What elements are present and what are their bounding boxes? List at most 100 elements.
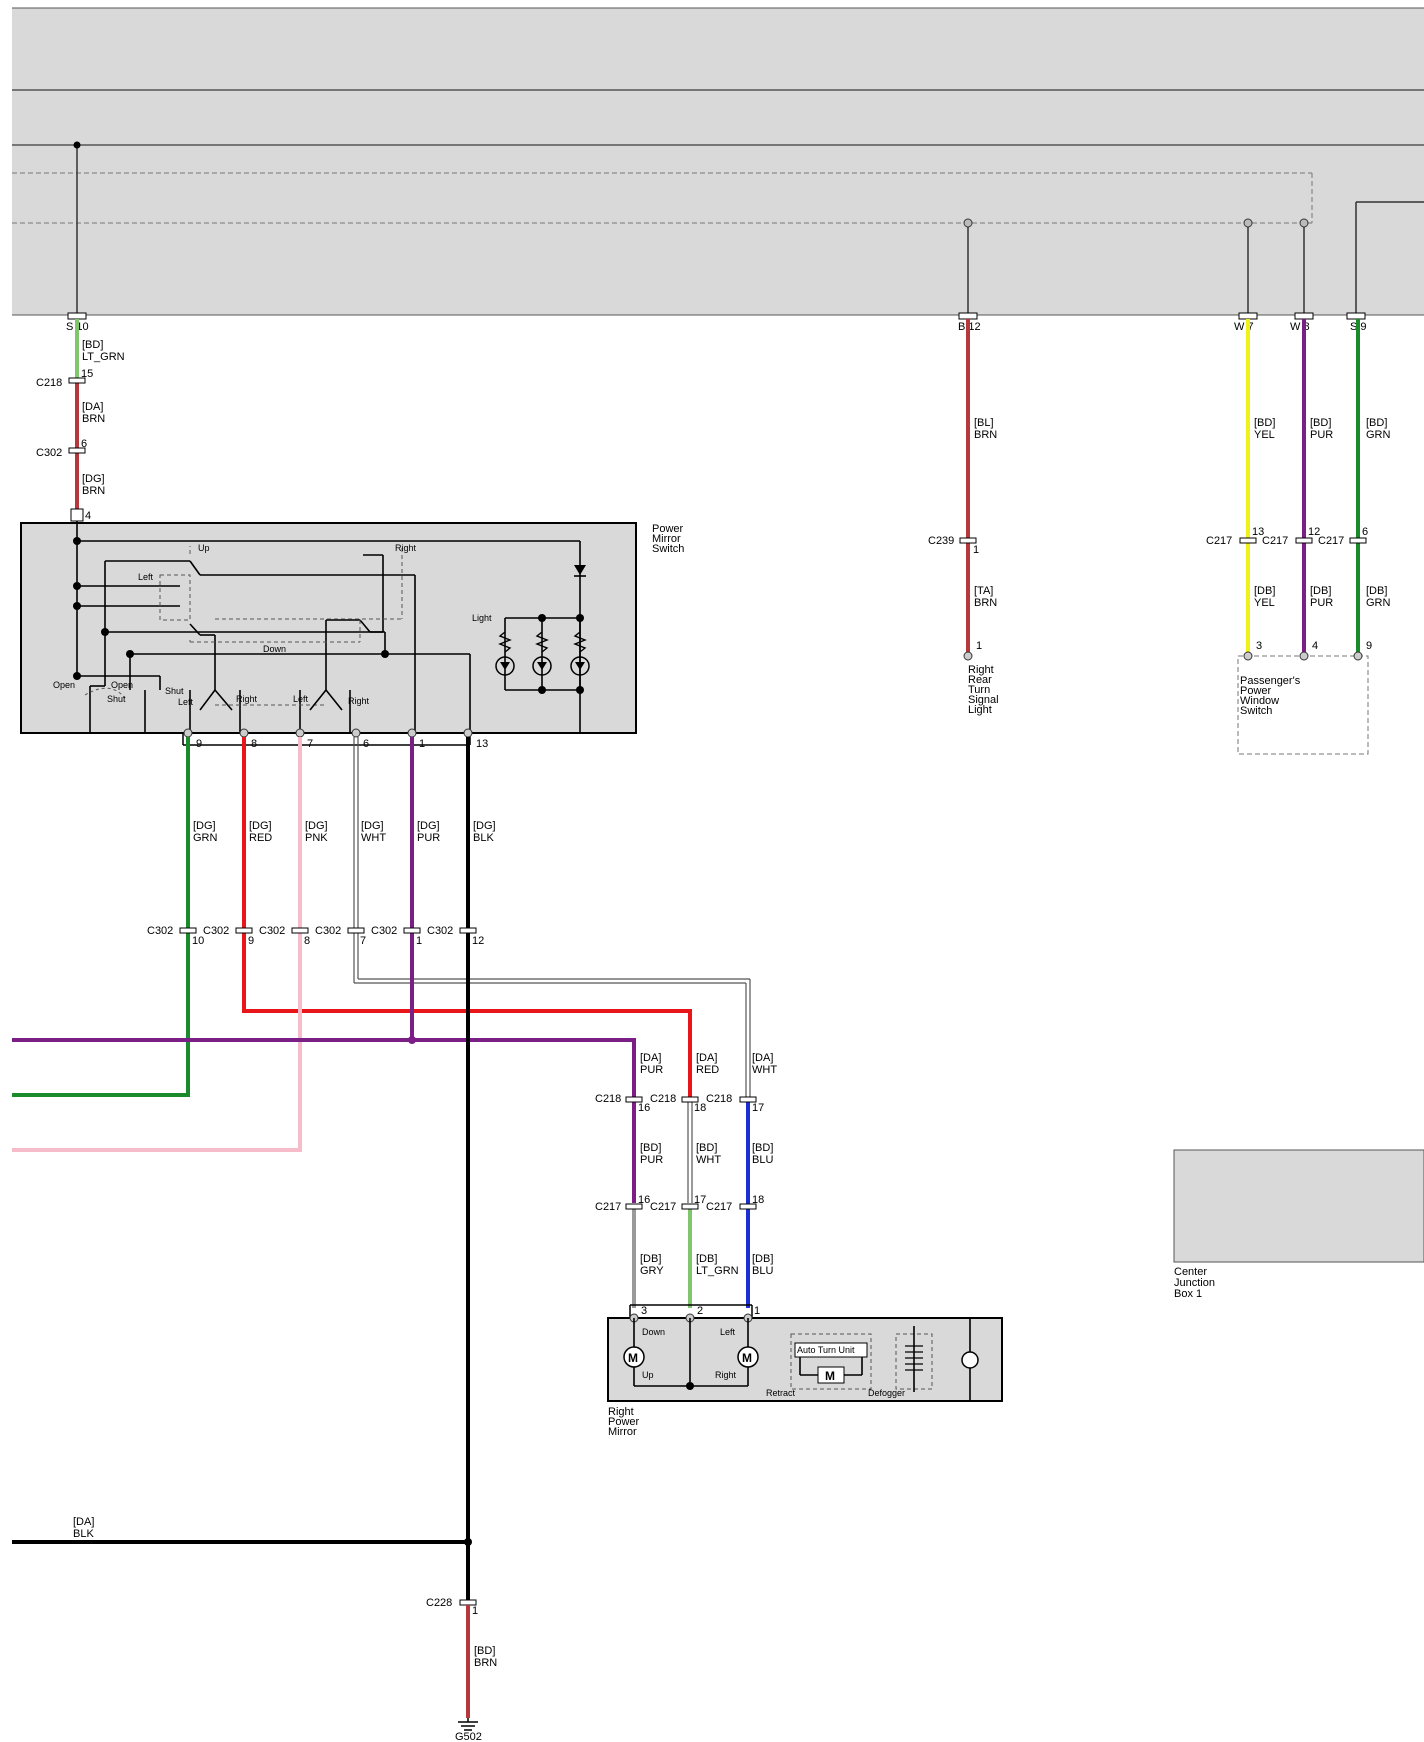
pin-number: 1 — [416, 935, 422, 947]
pin-number: 18 — [752, 1194, 764, 1206]
wire-label: WHT — [752, 1064, 777, 1076]
svg-text:Mirror: Mirror — [608, 1426, 637, 1438]
connector-label: C302 — [36, 447, 62, 459]
mirror-label-up: Up — [642, 1370, 654, 1380]
switch-label-right: Right — [236, 694, 258, 704]
svg-text:Light: Light — [968, 704, 992, 716]
switch-output-wires — [12, 737, 751, 1600]
center-junction-box — [1173, 1149, 1424, 1263]
pin-number: 1 — [754, 1305, 760, 1317]
svg-text:Turn: Turn — [968, 684, 990, 696]
wire-label: PUR — [1310, 429, 1333, 441]
passengers-window-switch-label: Passenger's Power Window Switch — [1240, 675, 1301, 717]
connector-label: C228 — [426, 1597, 452, 1609]
wire-label: [DA] — [82, 401, 103, 413]
wire-label: [DG] — [82, 473, 105, 485]
pin-w7: W 7 — [1234, 321, 1254, 333]
switch-label-right: Right — [348, 696, 370, 706]
wire-label: BRN — [82, 413, 105, 425]
c302-connector-row — [179, 927, 477, 934]
pin-number: 9 — [196, 738, 202, 750]
svg-text:Junction: Junction — [1174, 1277, 1215, 1289]
pin-number: 4 — [85, 510, 91, 522]
wire-label: [DG] — [361, 820, 384, 832]
pin-w8: W 8 — [1290, 321, 1310, 333]
svg-text:Power: Power — [608, 1416, 640, 1428]
pin-number: 1 — [976, 640, 982, 652]
mirror-label-auto-turn-unit: Auto Turn Unit — [797, 1345, 855, 1355]
pin-number: 1 — [419, 738, 425, 750]
wire-label: BRN — [974, 597, 997, 609]
wire-label: [DG] — [305, 820, 328, 832]
svg-text:Switch: Switch — [652, 543, 684, 555]
switch-label-shut: Shut — [165, 686, 184, 696]
switch-label-left: Left — [138, 572, 154, 582]
pin-number: 6 — [363, 738, 369, 750]
wire-label: [DA] — [73, 1516, 94, 1528]
wire-label: [DG] — [473, 820, 496, 832]
pin-number: 4 — [1312, 640, 1318, 652]
wire-label: LT_GRN — [696, 1265, 739, 1277]
pin-number: 8 — [304, 935, 310, 947]
pin-number: 12 — [472, 935, 484, 947]
connector-label: C217 — [1318, 535, 1344, 547]
connector-label: C302 — [315, 925, 341, 937]
wire-label: PUR — [640, 1064, 663, 1076]
wire-label: LT_GRN — [82, 351, 125, 363]
pin-number: 6 — [81, 438, 87, 450]
right-power-mirror-label: Right Power Mirror — [608, 1406, 640, 1438]
top-header-panel — [12, 7, 1424, 316]
svg-text:Right: Right — [608, 1406, 634, 1418]
connector-label: C218 — [706, 1093, 732, 1105]
center-junction-box-label: Center Junction Box 1 — [1174, 1266, 1215, 1300]
motor-icon: M — [628, 1351, 638, 1365]
pin-number: 7 — [360, 935, 366, 947]
connector-label: C217 — [1206, 535, 1232, 547]
wire-label: BRN — [474, 1657, 497, 1669]
pin-number: 15 — [81, 368, 93, 380]
wire-label: [DA] — [696, 1052, 717, 1064]
wire-label: [DB] — [752, 1253, 773, 1265]
pin-number: 13 — [476, 738, 488, 750]
wire-label: [BD] — [474, 1645, 495, 1657]
pin-number: 13 — [1252, 526, 1264, 538]
pin-number: 2 — [697, 1305, 703, 1317]
pin-number: 12 — [1308, 526, 1320, 538]
svg-text:Power: Power — [1240, 685, 1272, 697]
wire-label: BRN — [82, 485, 105, 497]
mirror-label-right: Right — [715, 1370, 737, 1380]
wire-label: [BD] — [640, 1142, 661, 1154]
wire-label: YEL — [1254, 597, 1275, 609]
svg-text:Right: Right — [968, 664, 994, 676]
pin-number: 6 — [1362, 526, 1368, 538]
wire-label: GRY — [640, 1265, 664, 1277]
pin-number: 8 — [251, 738, 257, 750]
pin-number: 1 — [973, 544, 979, 556]
wire-label: [BD] — [1366, 417, 1387, 429]
wire-label: [DG] — [193, 820, 216, 832]
connector-label: C217 — [650, 1201, 676, 1213]
connector-label: C302 — [259, 925, 285, 937]
wire-label: [DG] — [249, 820, 272, 832]
pin-number: 3 — [1256, 640, 1262, 652]
connector-label: C218 — [36, 377, 62, 389]
connector-label: C218 — [595, 1093, 621, 1105]
wire-label: GRN — [193, 832, 218, 844]
svg-text:Box 1: Box 1 — [1174, 1288, 1202, 1300]
wire-label: BLU — [752, 1265, 773, 1277]
power-mirror-switch — [20, 521, 637, 734]
connector-label: C217 — [1262, 535, 1288, 547]
wire-feed-left — [68, 319, 86, 522]
wire-label: PUR — [417, 832, 440, 844]
switch-label-down: Down — [263, 644, 286, 654]
ground-label: G502 — [455, 1731, 482, 1742]
mirror-feed-wires — [625, 1096, 757, 1308]
svg-text:Rear: Rear — [968, 674, 992, 686]
switch-bottom-connector — [182, 728, 473, 746]
connector-label: C217 — [706, 1201, 732, 1213]
right-power-mirror — [607, 1304, 1003, 1402]
wire-label: [BL] — [974, 417, 994, 429]
wire-label: [TA] — [974, 585, 993, 597]
wire-label: GRN — [1366, 429, 1391, 441]
svg-text:Mirror: Mirror — [652, 533, 681, 545]
